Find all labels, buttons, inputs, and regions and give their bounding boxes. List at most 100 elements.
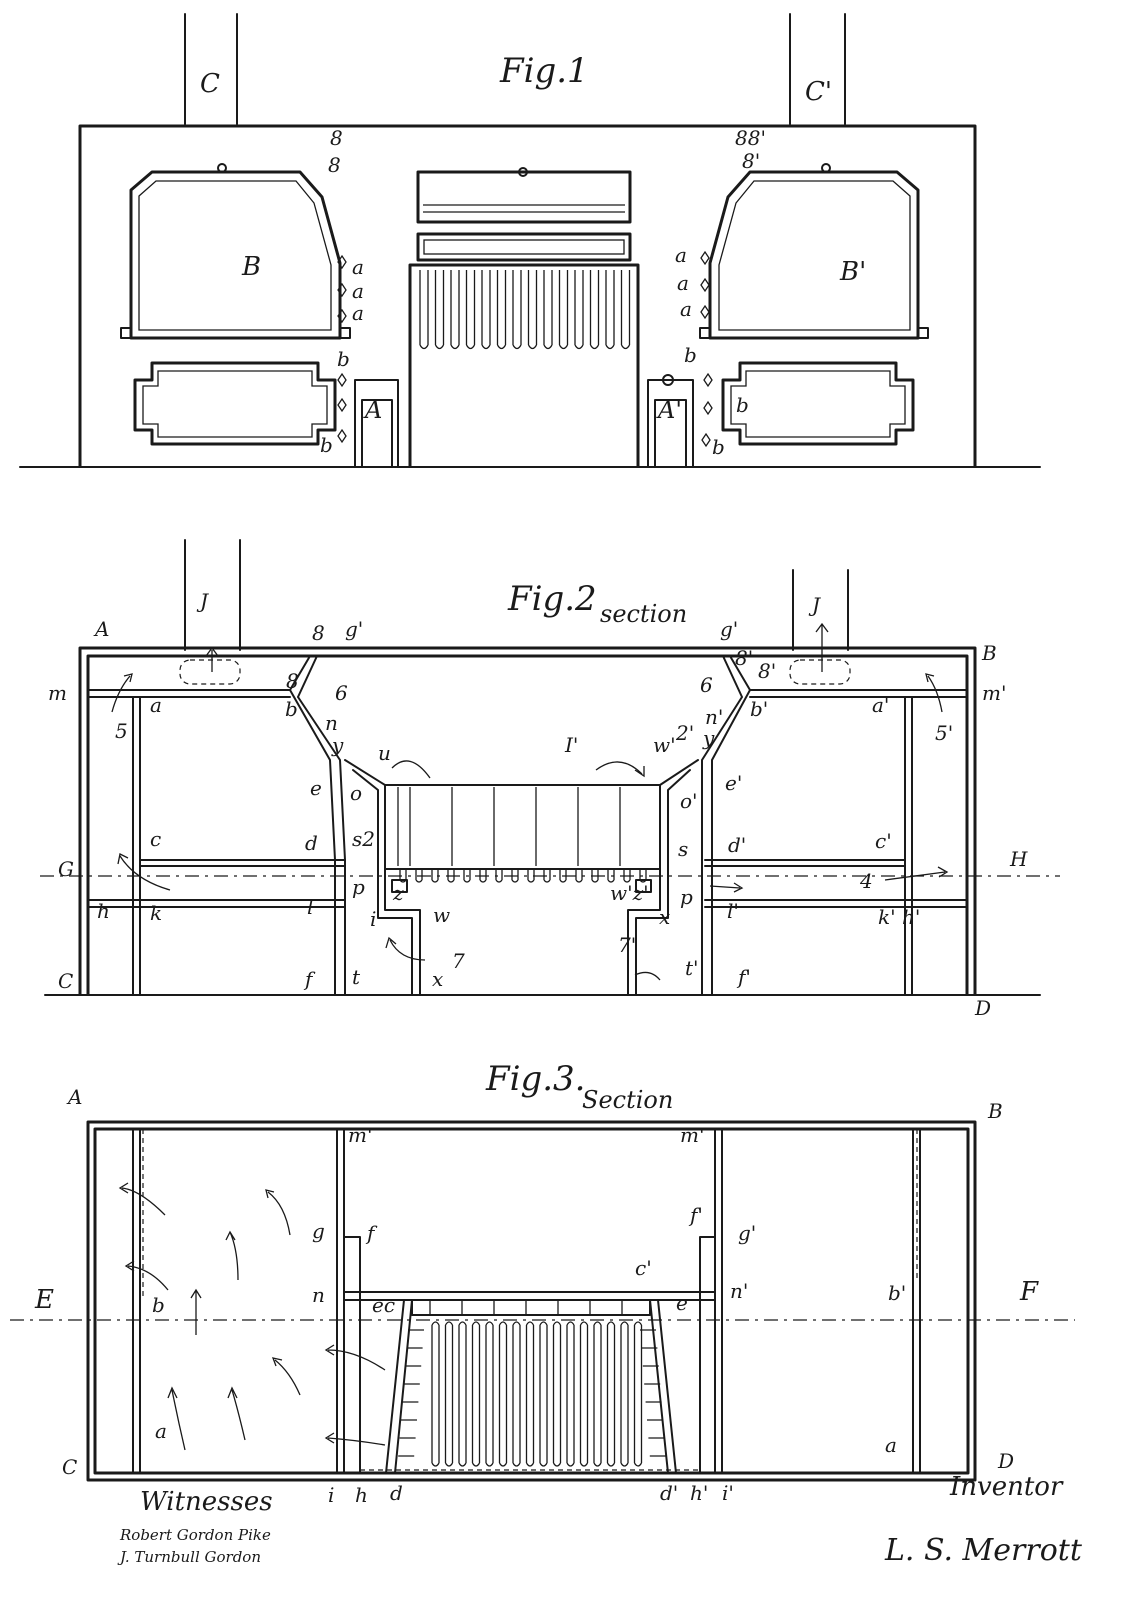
label-88p: 88': [735, 126, 766, 150]
firebox-brick-courses: [398, 1300, 666, 1457]
grate-bar: [543, 270, 553, 350]
fig2-plan-section: Fig.2 section A B C D G: [40, 539, 1060, 1020]
witness-signature-2: J. Turnbull Gordon: [117, 1548, 261, 1566]
label-c: c: [150, 827, 161, 851]
label-F: F: [1019, 1277, 1039, 1307]
label-a-2: a: [352, 279, 364, 303]
grate-bar: [458, 1321, 467, 1467]
label-d-prime: d': [728, 833, 746, 857]
label-8-a: 8: [330, 126, 343, 150]
firebox-bricks: [397, 787, 621, 866]
label-u: u: [378, 741, 391, 765]
ash-box-a: [354, 379, 399, 468]
label-f-prime-fig3: f': [688, 1203, 703, 1227]
grate-bar: [539, 1321, 548, 1467]
label-i-prime-fig3: i': [722, 1481, 734, 1505]
grate-bar: [512, 1321, 521, 1467]
label-E: E: [34, 1285, 54, 1315]
fire-opening: [408, 263, 640, 467]
grate-bar: [527, 270, 538, 350]
inventor-signature: L. S. Merrott: [884, 1533, 1083, 1568]
witnesses-label: Witnesses: [140, 1487, 273, 1517]
fig2-title: Fig.2: [507, 579, 597, 619]
label-D: D: [974, 996, 991, 1020]
label-p: p: [352, 875, 365, 899]
label-w: w: [433, 903, 450, 927]
label-b-fig3: b: [152, 1293, 165, 1317]
label-chimney-c: C: [200, 69, 220, 99]
vent-slot: [416, 232, 632, 262]
grate-bar: [574, 270, 584, 350]
label-8-b: 8: [328, 153, 341, 177]
label-s2: s2: [352, 827, 375, 851]
label-w-prime: w': [653, 733, 676, 757]
label-7-prime: 7': [618, 933, 636, 957]
fig2-grate-ticks: [399, 869, 647, 883]
label-C: C: [58, 969, 73, 993]
label-o: o: [350, 781, 362, 805]
grate-tick: [591, 869, 599, 883]
grate-tick: [511, 869, 519, 883]
inventor-label: Inventor: [949, 1472, 1064, 1502]
label-x-right: x: [659, 905, 670, 929]
label-oven-b: B: [241, 252, 261, 282]
grate-bar: [606, 1321, 616, 1467]
label-4: 4: [859, 869, 873, 893]
label-b-3: b: [684, 343, 697, 367]
label-d: d: [305, 831, 318, 855]
label-7: 7: [452, 949, 465, 973]
grate-bar: [525, 1321, 535, 1467]
grate-bar: [471, 1321, 481, 1467]
label-b-prime: b': [750, 697, 768, 721]
label-e: e: [310, 776, 322, 800]
label-b-prime-fig3: b': [888, 1281, 906, 1305]
label-b-2: b: [320, 433, 333, 457]
label-i: i: [370, 907, 376, 931]
fig1-grate-bars: [419, 270, 631, 350]
label-g: g: [312, 1219, 325, 1243]
diamond-marker: [701, 432, 711, 448]
label-8-left: 8: [286, 669, 299, 693]
label-e-fig3: e: [676, 1291, 688, 1315]
label-c-prime-fig3: c': [635, 1256, 652, 1280]
grate-bar: [431, 1321, 440, 1467]
label-t-prime: t': [685, 956, 699, 980]
partition-m: [87, 689, 291, 698]
label-b-4: b: [736, 393, 749, 417]
grate-bar: [593, 1321, 602, 1467]
grate-tick: [607, 869, 615, 883]
label-5-prime: 5': [935, 721, 953, 745]
label-y: y: [331, 733, 344, 757]
diamond-marker: [700, 277, 710, 293]
label-z: z: [392, 881, 404, 905]
grate-tick: [415, 869, 423, 883]
label-f-fig3: f: [365, 1221, 378, 1245]
label-m: m: [48, 681, 67, 705]
label-2-prime: 2': [675, 721, 694, 745]
label-n: n: [325, 711, 338, 735]
firebox-sides: [385, 1299, 677, 1474]
label-C-fig3: C: [62, 1455, 77, 1479]
grate-bar: [579, 1321, 589, 1467]
label-n-prime: n': [705, 705, 723, 729]
fig3-elevation-section: Fig.3. Section A B C D E F m' m' g g' f …: [10, 1059, 1075, 1507]
grate-tick: [543, 869, 551, 883]
label-D-fig3: D: [997, 1449, 1014, 1473]
label-k: k: [150, 901, 162, 925]
partition-m-prime: [749, 689, 968, 698]
grate-tick: [495, 869, 503, 883]
grate-bar: [566, 1321, 575, 1467]
grate-bar: [552, 1321, 562, 1467]
label-g-prime-right: g': [720, 617, 738, 641]
label-a-right-fig3: a: [885, 1433, 897, 1457]
diamond-marker: [337, 308, 347, 324]
fig3-grate-bars: [431, 1321, 643, 1467]
oven-door-b-prime: [708, 170, 920, 340]
fig3-outer-wall: [86, 1120, 977, 1482]
label-d-prime-fig3: d': [660, 1481, 678, 1505]
diamond-marker: [703, 400, 713, 416]
flue-j-left: [184, 539, 241, 651]
label-b-1: b: [337, 347, 350, 371]
label-o-prime: o': [680, 789, 698, 813]
chimney-right: [789, 13, 846, 125]
